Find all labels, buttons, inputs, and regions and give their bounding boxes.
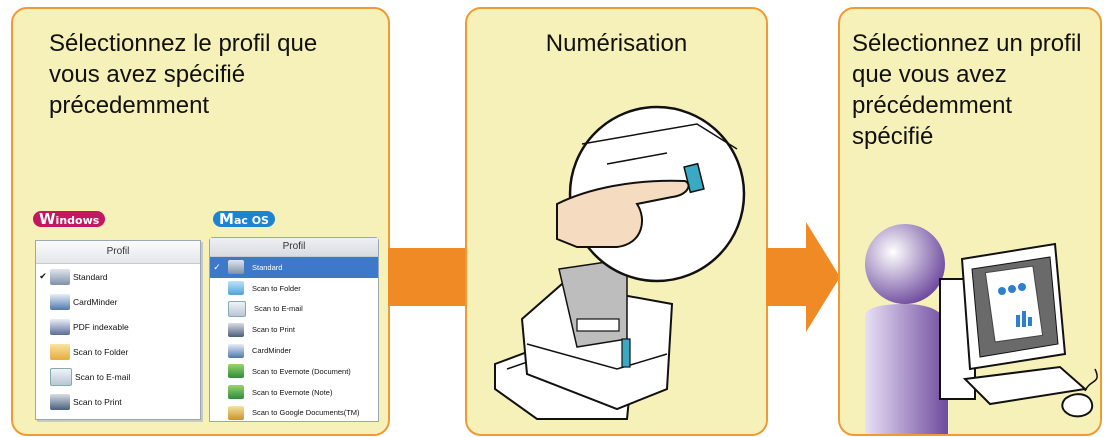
card-icon	[50, 293, 70, 310]
profile-item-google-documents[interactable]: Scan to Google Documents(TM)	[210, 403, 378, 424]
profile-label: Standard	[73, 271, 108, 282]
scanner-illustration	[494, 105, 746, 420]
profile-label: Scan to Print	[252, 325, 295, 335]
evernote-icon	[228, 364, 244, 379]
step-panel-scanning: Numérisation	[465, 7, 768, 436]
pdf-icon	[50, 318, 70, 335]
profile-item-standard[interactable]: ✔ Standard	[36, 264, 200, 289]
profile-item-evernote-note[interactable]: Scan to Evernote (Note)	[210, 382, 378, 403]
profile-label: Scan to Evernote (Document)	[252, 366, 351, 376]
profile-item-evernote-document[interactable]: Scan to Evernote (Document)	[210, 361, 378, 382]
checkmark-icon: ✔	[39, 271, 47, 281]
mac-profile-list: Profil ✓ Standard Scan to Folder Scan to…	[209, 237, 379, 422]
scanner-icon	[50, 268, 70, 285]
profile-label: Scan to E-mail	[75, 371, 131, 382]
scanner-icon	[228, 260, 244, 275]
profile-label: Scan to Folder	[252, 283, 301, 293]
checkmark-icon: ✓	[213, 261, 221, 272]
profile-label: CardMinder	[73, 296, 118, 307]
google-docs-icon	[228, 405, 244, 420]
list-header: Profil	[36, 241, 200, 264]
profile-item-pdf-indexable[interactable]: PDF indexable	[36, 314, 200, 339]
profile-item-cardminder[interactable]: CardMinder	[36, 289, 200, 314]
printer-icon	[228, 322, 244, 337]
profile-label: Scan to Folder	[73, 346, 129, 357]
folder-icon	[228, 281, 244, 296]
profile-item-standard[interactable]: ✓ Standard	[210, 257, 378, 278]
mail-icon	[50, 367, 72, 386]
profile-item-scan-to-email[interactable]: Scan to E-mail	[36, 364, 200, 389]
folder-icon	[50, 343, 70, 360]
profile-label: Scan to E-mail	[254, 304, 303, 314]
card-icon	[228, 343, 244, 358]
profile-item-cardminder[interactable]: CardMinder	[210, 340, 378, 361]
arrow-right-icon	[388, 248, 468, 306]
panel-title: Numérisation	[545, 30, 688, 57]
arrow-right-icon	[766, 222, 840, 332]
macos-badge: Mac OS	[213, 211, 275, 227]
profile-item-scan-to-folder[interactable]: Scan to Folder	[36, 339, 200, 364]
mail-icon	[228, 300, 246, 317]
profile-label: CardMinder	[252, 346, 292, 356]
panel-title: Sélectionnez un profil que vous avez pré…	[852, 30, 1082, 150]
evernote-icon	[228, 385, 244, 400]
list-header: Profil	[210, 238, 378, 257]
profile-item-scan-to-folder[interactable]: Scan to Folder	[210, 278, 378, 299]
step-panel-select-profile: Sélectionnez le profil que vous avez spé…	[11, 7, 390, 436]
windows-profile-list: Profil ✔ Standard CardMinder PDF indexab…	[35, 240, 201, 420]
windows-badge: Windows	[33, 211, 106, 227]
profile-label: Scan to Print	[73, 396, 122, 407]
user-computer-illustration	[865, 224, 1098, 434]
profile-label: PDF indexable	[73, 321, 129, 332]
profile-item-scan-to-print[interactable]: Scan to Print	[210, 319, 378, 340]
profile-label: Scan to Google Documents(TM)	[252, 408, 360, 418]
profile-item-scan-to-print[interactable]: Scan to Print	[36, 389, 200, 414]
profile-label: Standard	[252, 262, 283, 272]
profile-label: Scan to Evernote (Note)	[252, 387, 333, 397]
profile-item-scan-to-email[interactable]: Scan to E-mail	[210, 299, 378, 320]
panel-title: Sélectionnez le profil que vous avez spé…	[49, 30, 318, 119]
step-panel-profile-result: Sélectionnez un profil que vous avez pré…	[838, 7, 1102, 436]
printer-icon	[50, 393, 70, 410]
